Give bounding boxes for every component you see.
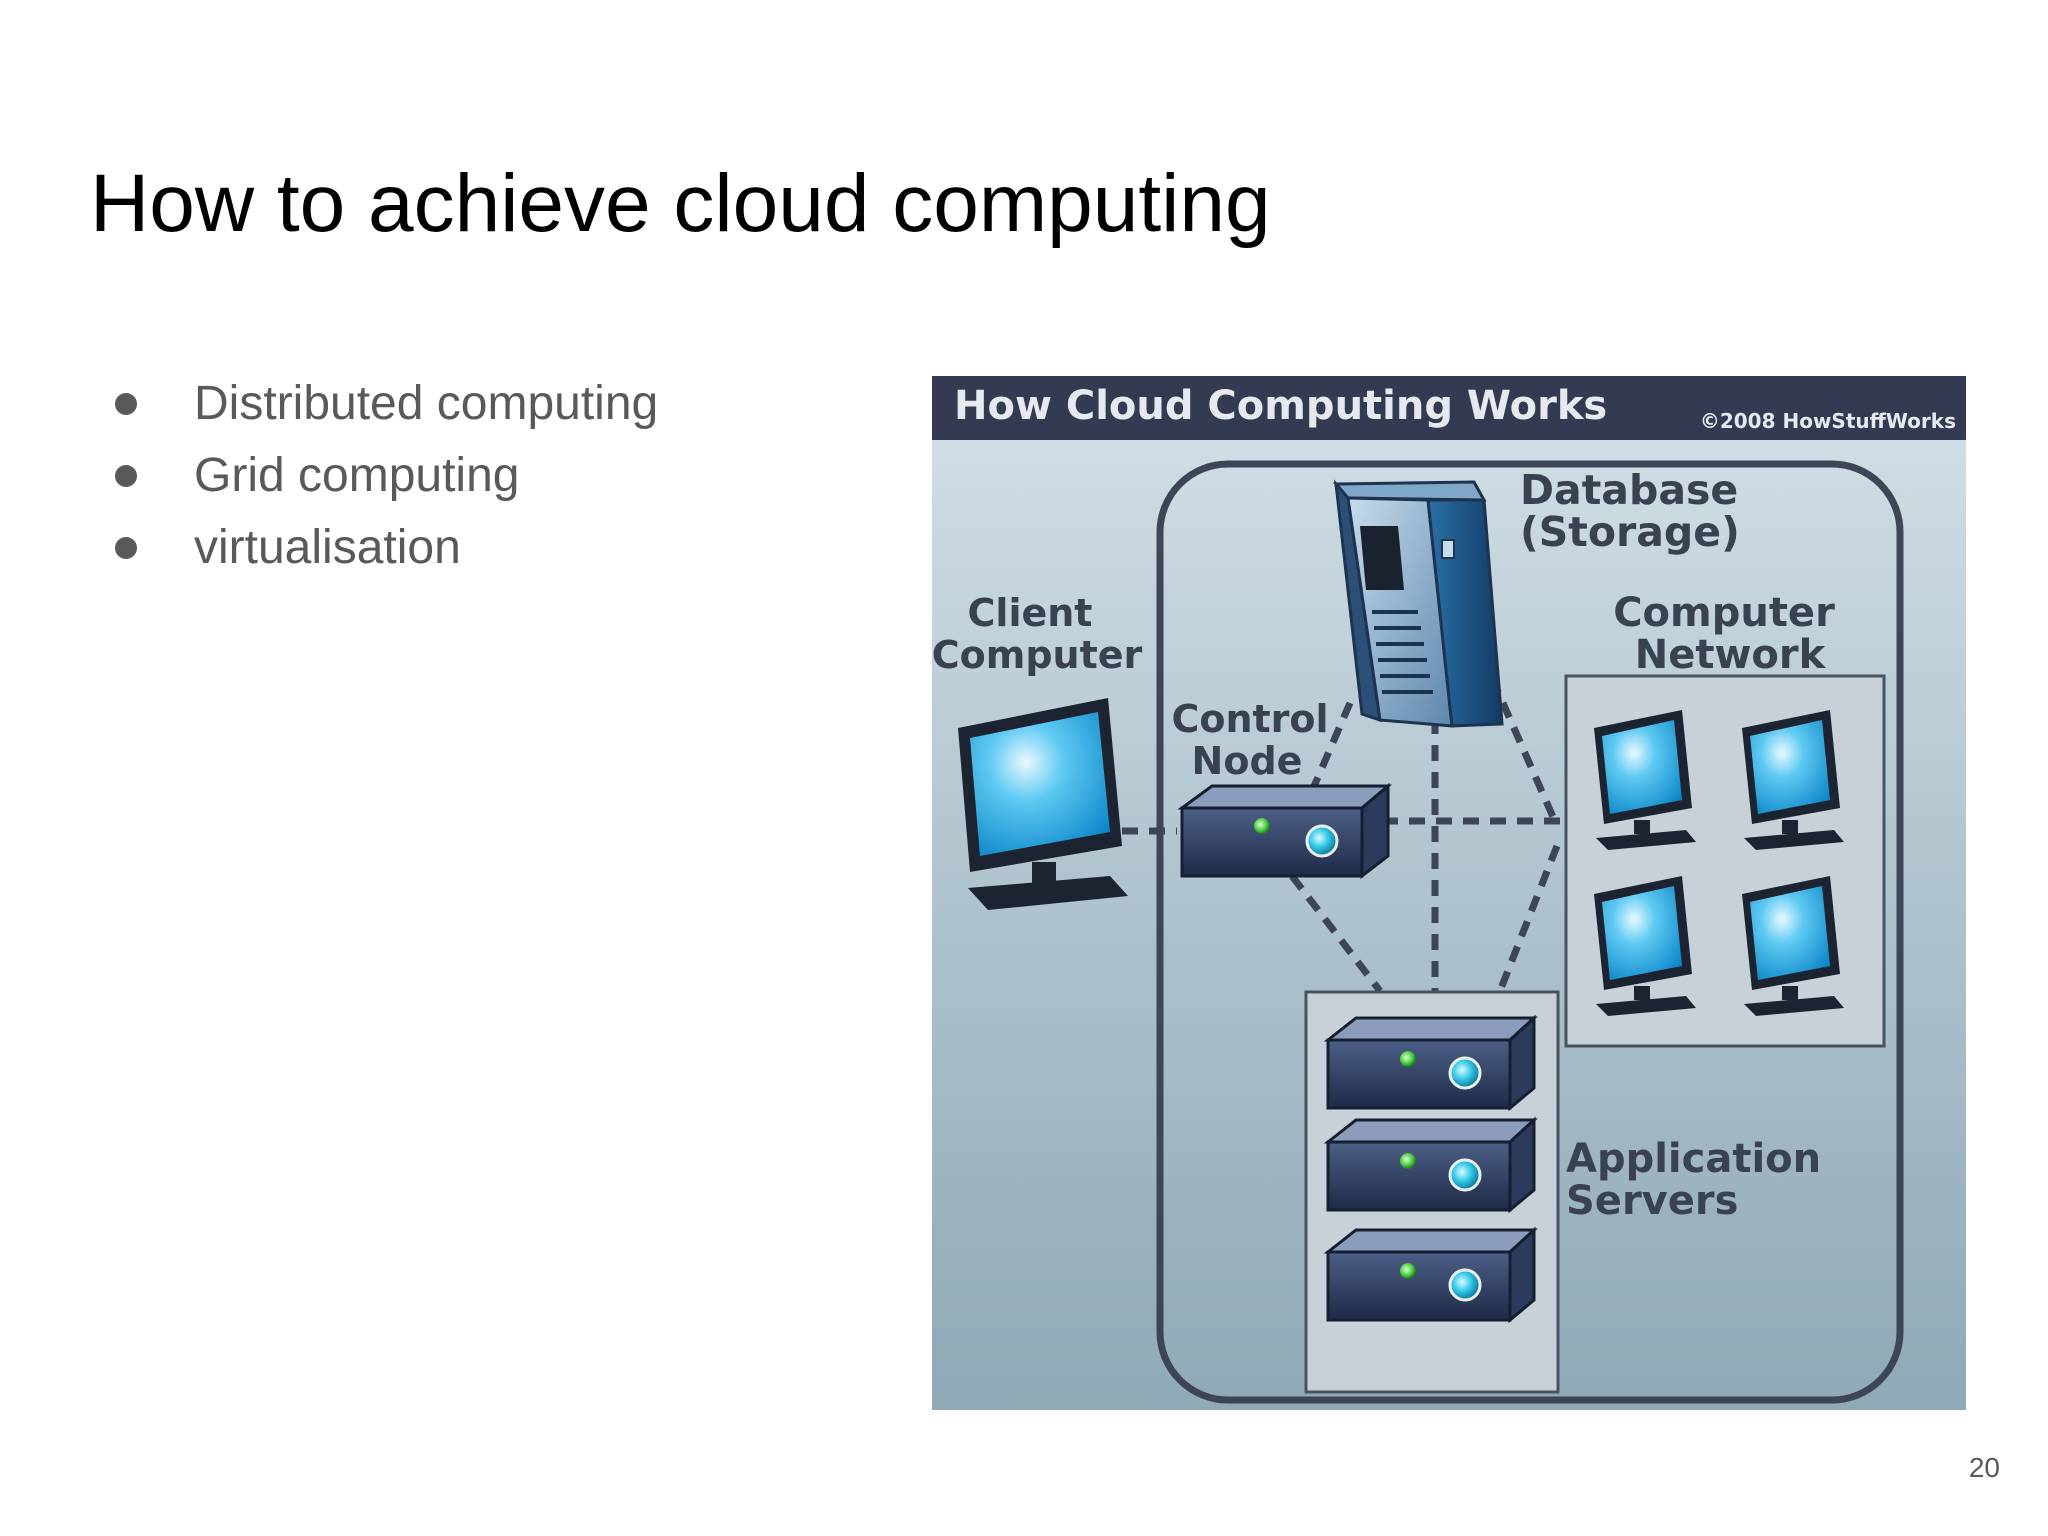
network-monitor-icon <box>1742 710 1844 850</box>
diagram-header-bar <box>932 376 1966 440</box>
network-connections <box>1122 676 1564 994</box>
page-number: 20 <box>1968 1452 2000 1483</box>
client-label-line2: Computer <box>932 633 1143 677</box>
app-servers-label-line2: Servers <box>1566 1178 1738 1224</box>
cloud-computing-diagram: How Cloud Computing Works ©2008 HowStuff… <box>932 376 1966 1410</box>
client-label-line1: Client <box>968 591 1093 635</box>
application-server-icon <box>1323 1226 1538 1324</box>
control-node-label-line1: Control <box>1171 697 1328 741</box>
bullet-dot-icon <box>115 465 137 487</box>
slide-title: How to achieve cloud computing <box>90 158 1271 249</box>
bullet-text: Distributed computing <box>194 377 659 430</box>
network-monitor-icon <box>1594 710 1696 850</box>
cloud-boundary <box>1156 460 1904 1404</box>
diagram-header-title: How Cloud Computing Works <box>954 383 1607 429</box>
bullet-dot-icon <box>115 537 137 559</box>
database-server-icon <box>1332 479 1504 728</box>
network-label-line2: Network <box>1635 632 1827 678</box>
network-monitor-icon <box>1594 876 1696 1016</box>
diagram-canvas: How Cloud Computing Works ©2008 HowStuff… <box>932 376 1966 1410</box>
bullet-dot-icon <box>115 393 137 415</box>
app-servers-label-line1: Application <box>1566 1136 1821 1182</box>
control-node-label-line2: Node <box>1192 739 1303 783</box>
network-monitor-icon <box>1742 876 1844 1016</box>
application-server-icon <box>1323 1014 1538 1112</box>
control-node-server-icon <box>1177 782 1393 880</box>
database-label-line2: (Storage) <box>1520 508 1740 556</box>
client-computer-icon <box>958 698 1128 910</box>
network-label-line1: Computer <box>1613 590 1835 636</box>
bullet-text: virtualisation <box>194 521 461 574</box>
database-label-line1: Database <box>1520 466 1738 514</box>
application-server-icon <box>1323 1116 1538 1214</box>
diagram-copyright: ©2008 HowStuffWorks <box>1700 409 1956 433</box>
bullet-text: Grid computing <box>194 449 520 502</box>
